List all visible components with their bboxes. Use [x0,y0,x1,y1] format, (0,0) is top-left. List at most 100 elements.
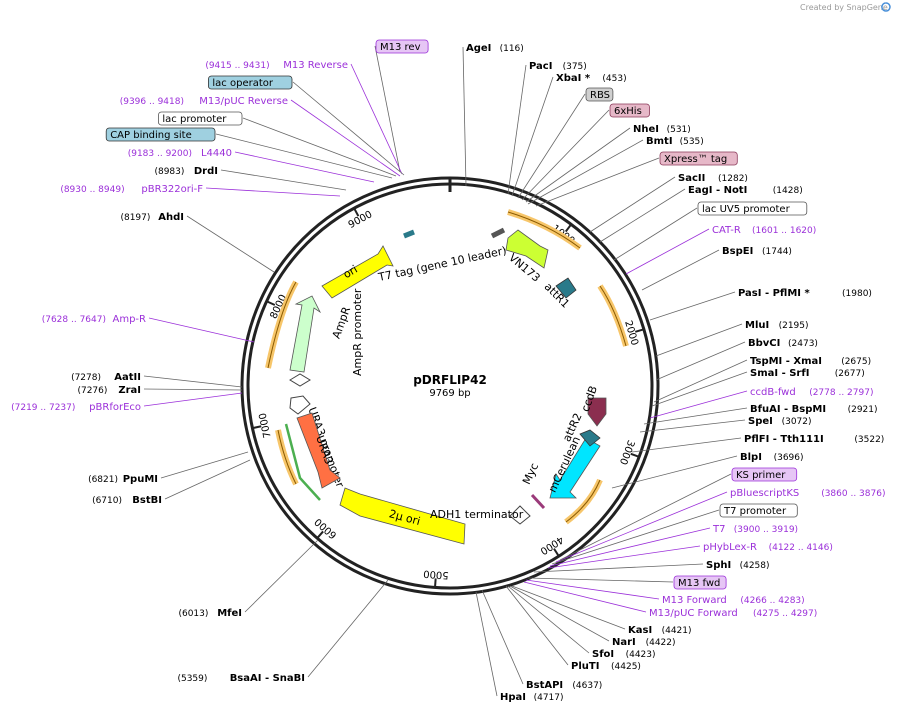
leader-line [143,388,243,391]
leader-line [547,545,701,569]
label-lac-promoter[interactable]: lac promoter [157,111,397,177]
label-t7[interactable]: T7(3900 .. 3919) [549,524,798,567]
leader-line [507,585,590,654]
label-position: (2921) [848,405,878,415]
label-sacii[interactable]: SacII(1282) [589,173,748,233]
label-tspmi[interactable]: TspMI - XmaI(2675) [653,356,871,403]
feature-box-text: Xpress™ tag [664,154,727,165]
ori-feature[interactable] [321,245,394,299]
label-t7-promoter[interactable]: T7 promoter [551,503,798,565]
label-bspei[interactable]: BspEI(1744) [641,246,792,291]
lac-block-feature[interactable] [403,229,415,239]
feature-box-text: lac UV5 promoter [702,204,791,215]
label-bbvci[interactable]: BbvCI(2473) [655,338,818,381]
label-bfuai[interactable]: BfuAI - BspMI(2921) [643,404,878,425]
label-nari[interactable]: NarI(4422) [509,585,676,648]
label-zrai[interactable]: ZraI(7276) [77,385,243,396]
label-name: AhdI [158,212,184,223]
label-m13rev-box[interactable]: M13 rev [374,39,429,173]
leader-line [234,151,375,183]
ura3-feature[interactable] [296,412,341,489]
label-blpi[interactable]: BlpI(3696) [611,452,804,489]
label-kasi[interactable]: KasI(4421) [511,585,692,636]
label-m13-reverse[interactable]: M13 Reverse(9415 .. 9431) [205,60,403,175]
leader-line [220,169,347,191]
label-drdi[interactable]: DrdI(8983) [154,166,347,191]
label-sphi[interactable]: SphI(4258) [533,560,770,573]
label-position: (9183 .. 9200) [128,149,192,159]
label-lacuv5[interactable]: lac UV5 promoter [613,201,808,261]
tick-label: 9000 [347,209,375,231]
label-position: (453) [602,74,626,84]
label-mfei[interactable]: MfeI(6013) [178,539,319,619]
leader-line [523,581,647,613]
label-name: MluI [745,320,769,331]
label-pbluescriptks[interactable]: pBluescriptKS(3860 .. 3876) [555,488,885,563]
label-pluti[interactable]: PluTI(4425) [505,585,641,672]
label-rbs[interactable]: RBS [517,87,614,199]
label-eagi[interactable]: EagI - NotI(1428) [599,185,803,243]
feature-box [731,467,798,482]
label-ccdb-fwd[interactable]: ccdB-fwd(2778 .. 2797) [649,387,873,419]
label-cat-r[interactable]: CAT-R(1601 .. 1620) [625,225,816,275]
label-name: pHybLex-R [703,542,757,553]
label-mlui[interactable]: MluI(2195) [655,320,809,357]
attr2-feature[interactable] [579,429,601,447]
label-paci[interactable]: PacI(375) [507,61,587,195]
label-pflfi[interactable]: PflFI - Tth111I(3522) [631,434,884,453]
t7-tag-feature[interactable] [490,227,506,239]
ccdb-feature[interactable] [587,397,607,427]
label-name: AatII [114,372,141,383]
mcerulean-feature[interactable] [549,437,601,499]
label-6xhis[interactable]: 6xHis [521,103,650,201]
label-m13fwd-box[interactable]: M13 fwd [527,575,727,590]
feature-box [719,503,798,518]
label-xbai[interactable]: XbaI *(453) [511,73,627,197]
attr1-feature[interactable] [555,277,577,299]
label-sfoi[interactable]: SfoI(4423) [507,585,656,660]
label-aatii[interactable]: AatII(7278) [71,372,243,388]
plasmid-name: pDRFLIP42 [413,373,487,387]
orange-arc-4-line [267,281,297,369]
label-position: (4266 .. 4283) [740,596,804,606]
label-l4440[interactable]: L4440(9183 .. 9200) [128,148,375,183]
label-phyblex-r[interactable]: pHybLex-R(4122 .. 4146) [547,542,833,569]
label-smai[interactable]: SmaI - SrfI(2677) [651,368,865,407]
label-agei[interactable]: AgeI(116) [462,43,524,187]
label-ks-primer[interactable]: KS primer [559,467,798,561]
adh1-terminator-arrow [509,505,531,525]
tick-label: 7000 [258,412,274,439]
label-pasi[interactable]: PasI - PflMI *(1980) [649,288,872,321]
label-ahdi[interactable]: AhdI(8197) [120,212,275,273]
label-name: MfeI [217,608,242,619]
label-m13puc-forward[interactable]: M13/pUC Forward(4275 .. 4297) [523,581,817,619]
label-hpai[interactable]: HpaI(4717) [475,591,564,703]
label-pbr322ori[interactable]: pBR322ori-F(8930 .. 8949) [60,184,341,197]
label-lac-operator[interactable]: lac operator [207,75,405,176]
feature-box [659,151,738,166]
label-bsaai[interactable]: BsaAI - SnaBI(5359) [177,579,389,684]
myc-feature[interactable] [530,493,546,510]
label-cap-binding[interactable]: CAP binding site [105,127,393,179]
label-xpress[interactable]: Xpress™ tag [535,151,738,207]
label-pbrforeco[interactable]: pBRforEco(7219 .. 7237) [11,392,243,413]
label-ppumi[interactable]: PpuMI(6821) [88,451,249,485]
feature-box-text: M13 fwd [678,578,720,589]
label-m13-forward[interactable]: M13 Forward(4266 .. 4283) [525,579,805,606]
label-nhei[interactable]: NheI(531) [525,124,691,203]
label-position: (4275 .. 4297) [753,609,817,619]
feature-box-text: M13 rev [380,42,421,53]
label-position: (3860 .. 3876) [821,489,885,499]
label-bstbi[interactable]: BstBI(6710) [92,459,251,506]
label-amp-r[interactable]: Amp-R(7628 .. 7647) [42,314,255,343]
label-bstapi[interactable]: BstAPI(4637) [481,589,602,691]
2u-ori-feature[interactable] [339,487,466,545]
ampr-feature[interactable] [289,295,322,373]
label-name: SmaI - SrfI [750,368,809,379]
leader-line [655,323,743,357]
label-spei[interactable]: SpeI(3072) [639,416,812,433]
vn173-feature[interactable] [505,229,549,269]
leader-line [205,187,341,197]
label-bmti[interactable]: BmtI(535) [527,136,704,205]
label-m13puc-reverse[interactable]: M13/pUC Reverse(9396 .. 9418) [120,96,401,177]
